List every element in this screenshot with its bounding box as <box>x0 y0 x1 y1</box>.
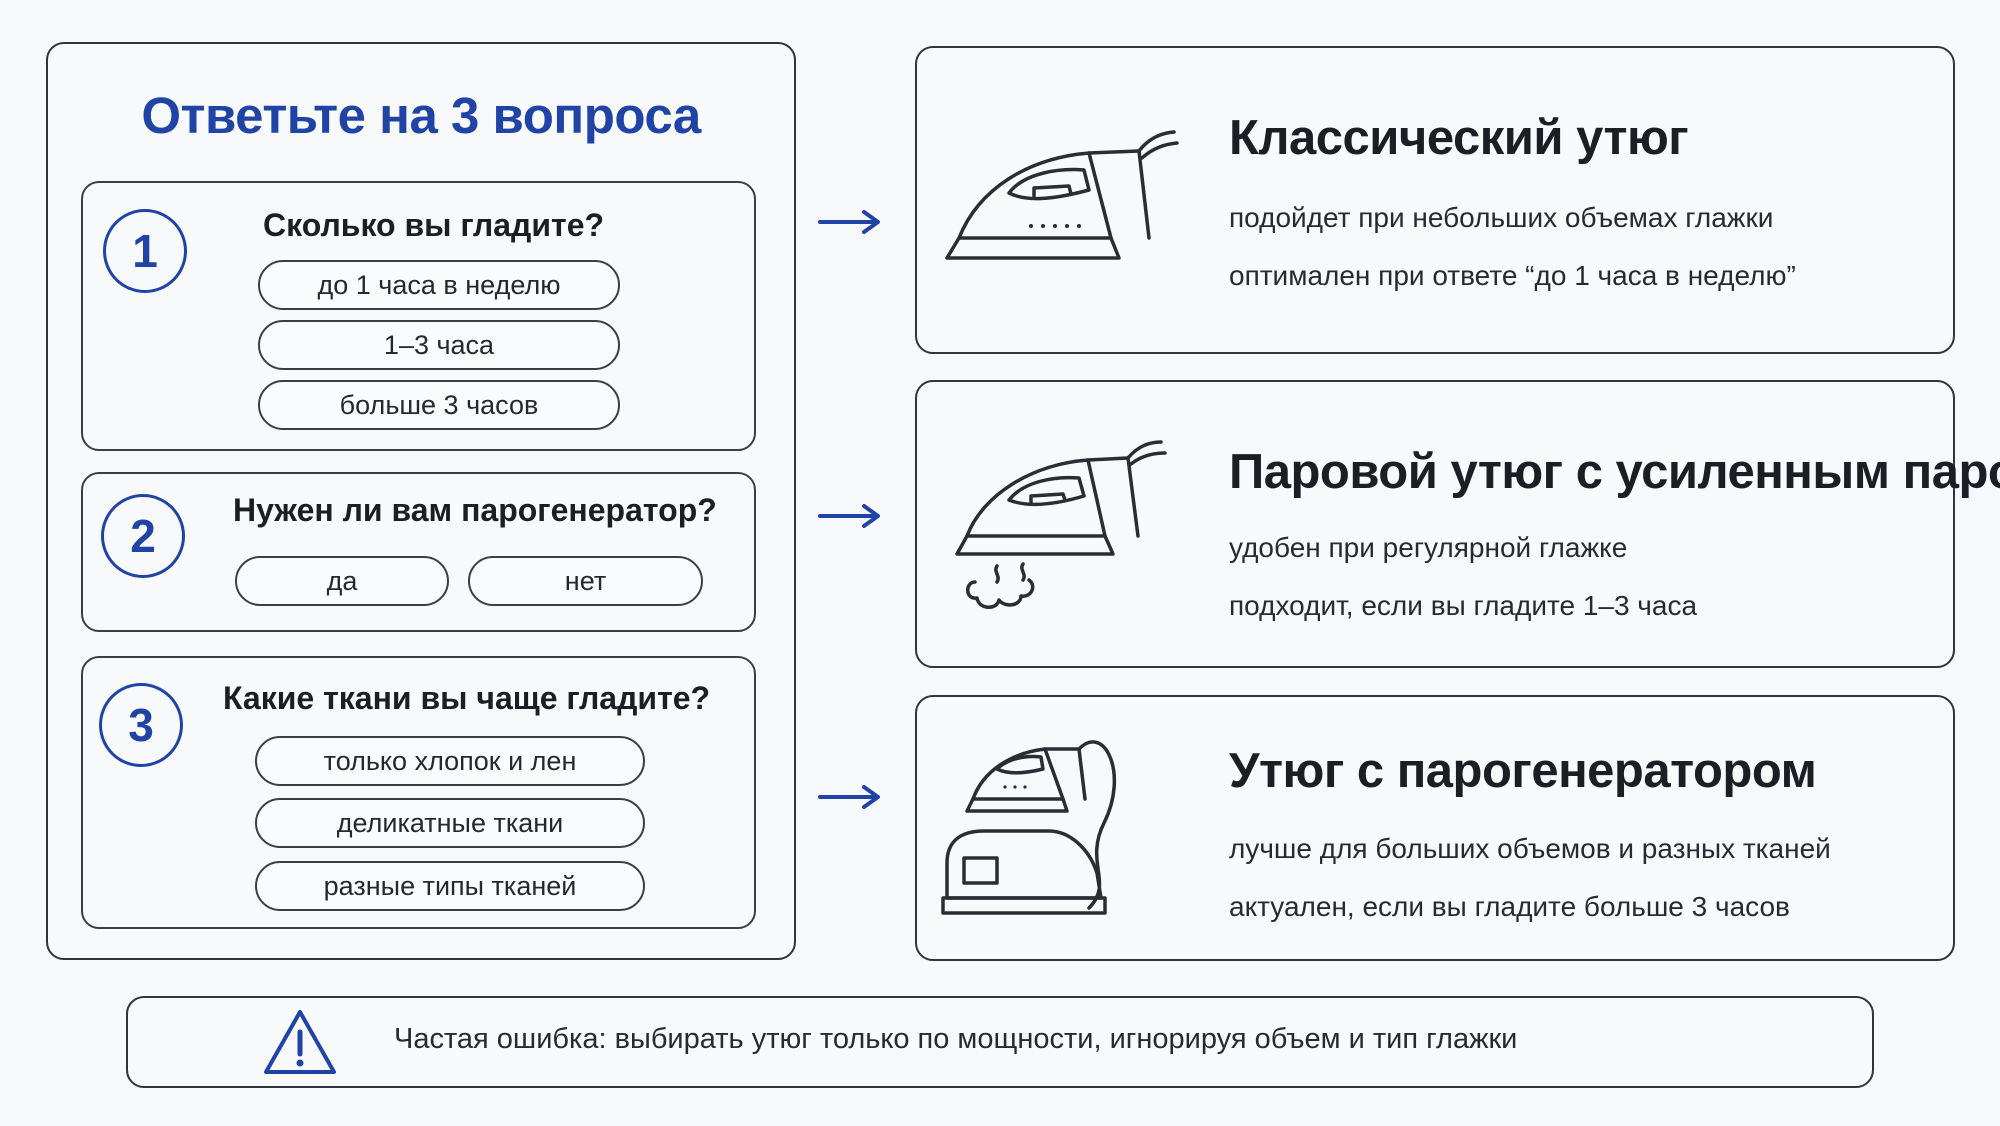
warning-triangle-icon <box>264 1010 336 1074</box>
option-various-fabrics[interactable]: разные типы тканей <box>255 861 645 911</box>
steam-generator-iron-icon <box>941 740 1117 915</box>
question-2-card: 2 Нужен ли вам парогенератор? да нет <box>81 472 756 632</box>
option-1-3-hours[interactable]: 1–3 часа <box>258 320 620 370</box>
option-delicate-fabrics[interactable]: деликатные ткани <box>255 798 645 848</box>
quiz-panel: Ответьте на 3 вопроса 1 Сколько вы глади… <box>46 42 796 960</box>
result-line: оптимален при ответе “до 1 часа в неделю… <box>1229 260 1796 291</box>
option-yes[interactable]: да <box>235 556 449 606</box>
option-up-to-1-hour[interactable]: до 1 часа в неделю <box>258 260 620 310</box>
question-3-text: Какие ткани вы чаще гладите? <box>223 680 711 716</box>
result-title: Паровой утюг с усиленным паром <box>1229 445 2000 499</box>
option-no[interactable]: нет <box>468 556 703 606</box>
arrow-right-icon <box>818 785 880 809</box>
steam-iron-icon <box>955 440 1167 609</box>
arrow-right-icon <box>818 210 880 234</box>
result-line: подойдет при небольших объемах глажки <box>1229 202 1774 233</box>
result-classic-iron: Классический утюг подойдет при небольших… <box>915 46 1955 354</box>
result-title: Утюг с парогенератором <box>1229 744 1817 798</box>
result-line: лучше для больших объемов и разных ткане… <box>1229 833 1831 864</box>
iron-icon <box>945 130 1179 260</box>
question-1-text: Сколько вы гладите? <box>263 207 605 243</box>
quiz-title: Ответьте на 3 вопроса <box>141 87 701 144</box>
option-more-than-3-hours[interactable]: больше 3 часов <box>258 380 620 430</box>
question-1-card: 1 Сколько вы гладите? до 1 часа в неделю… <box>81 181 756 451</box>
question-number-2: 2 <box>101 494 185 578</box>
result-title: Классический утюг <box>1229 111 1689 165</box>
question-number-1: 1 <box>103 209 187 293</box>
result-steam-iron: Паровой утюг с усиленным паром удобен пр… <box>915 380 2000 668</box>
question-3-card: 3 Какие ткани вы чаще гладите? только хл… <box>81 656 756 929</box>
option-cotton-linen[interactable]: только хлопок и лен <box>255 736 645 786</box>
question-number-3: 3 <box>99 683 183 767</box>
arrow-right-icon <box>818 504 880 528</box>
result-line: подходит, если вы гладите 1–3 часа <box>1229 590 1698 621</box>
result-line: актуален, если вы гладите больше 3 часов <box>1229 891 1790 922</box>
warning-banner: Частая ошибка: выбирать утюг только по м… <box>126 996 1874 1088</box>
result-steam-generator-iron: Утюг с парогенератором лучше для больших… <box>915 695 1955 961</box>
question-2-text: Нужен ли вам парогенератор? <box>233 492 717 528</box>
result-line: удобен при регулярной глажке <box>1229 532 1628 563</box>
warning-text: Частая ошибка: выбирать утюг только по м… <box>394 1023 1518 1055</box>
